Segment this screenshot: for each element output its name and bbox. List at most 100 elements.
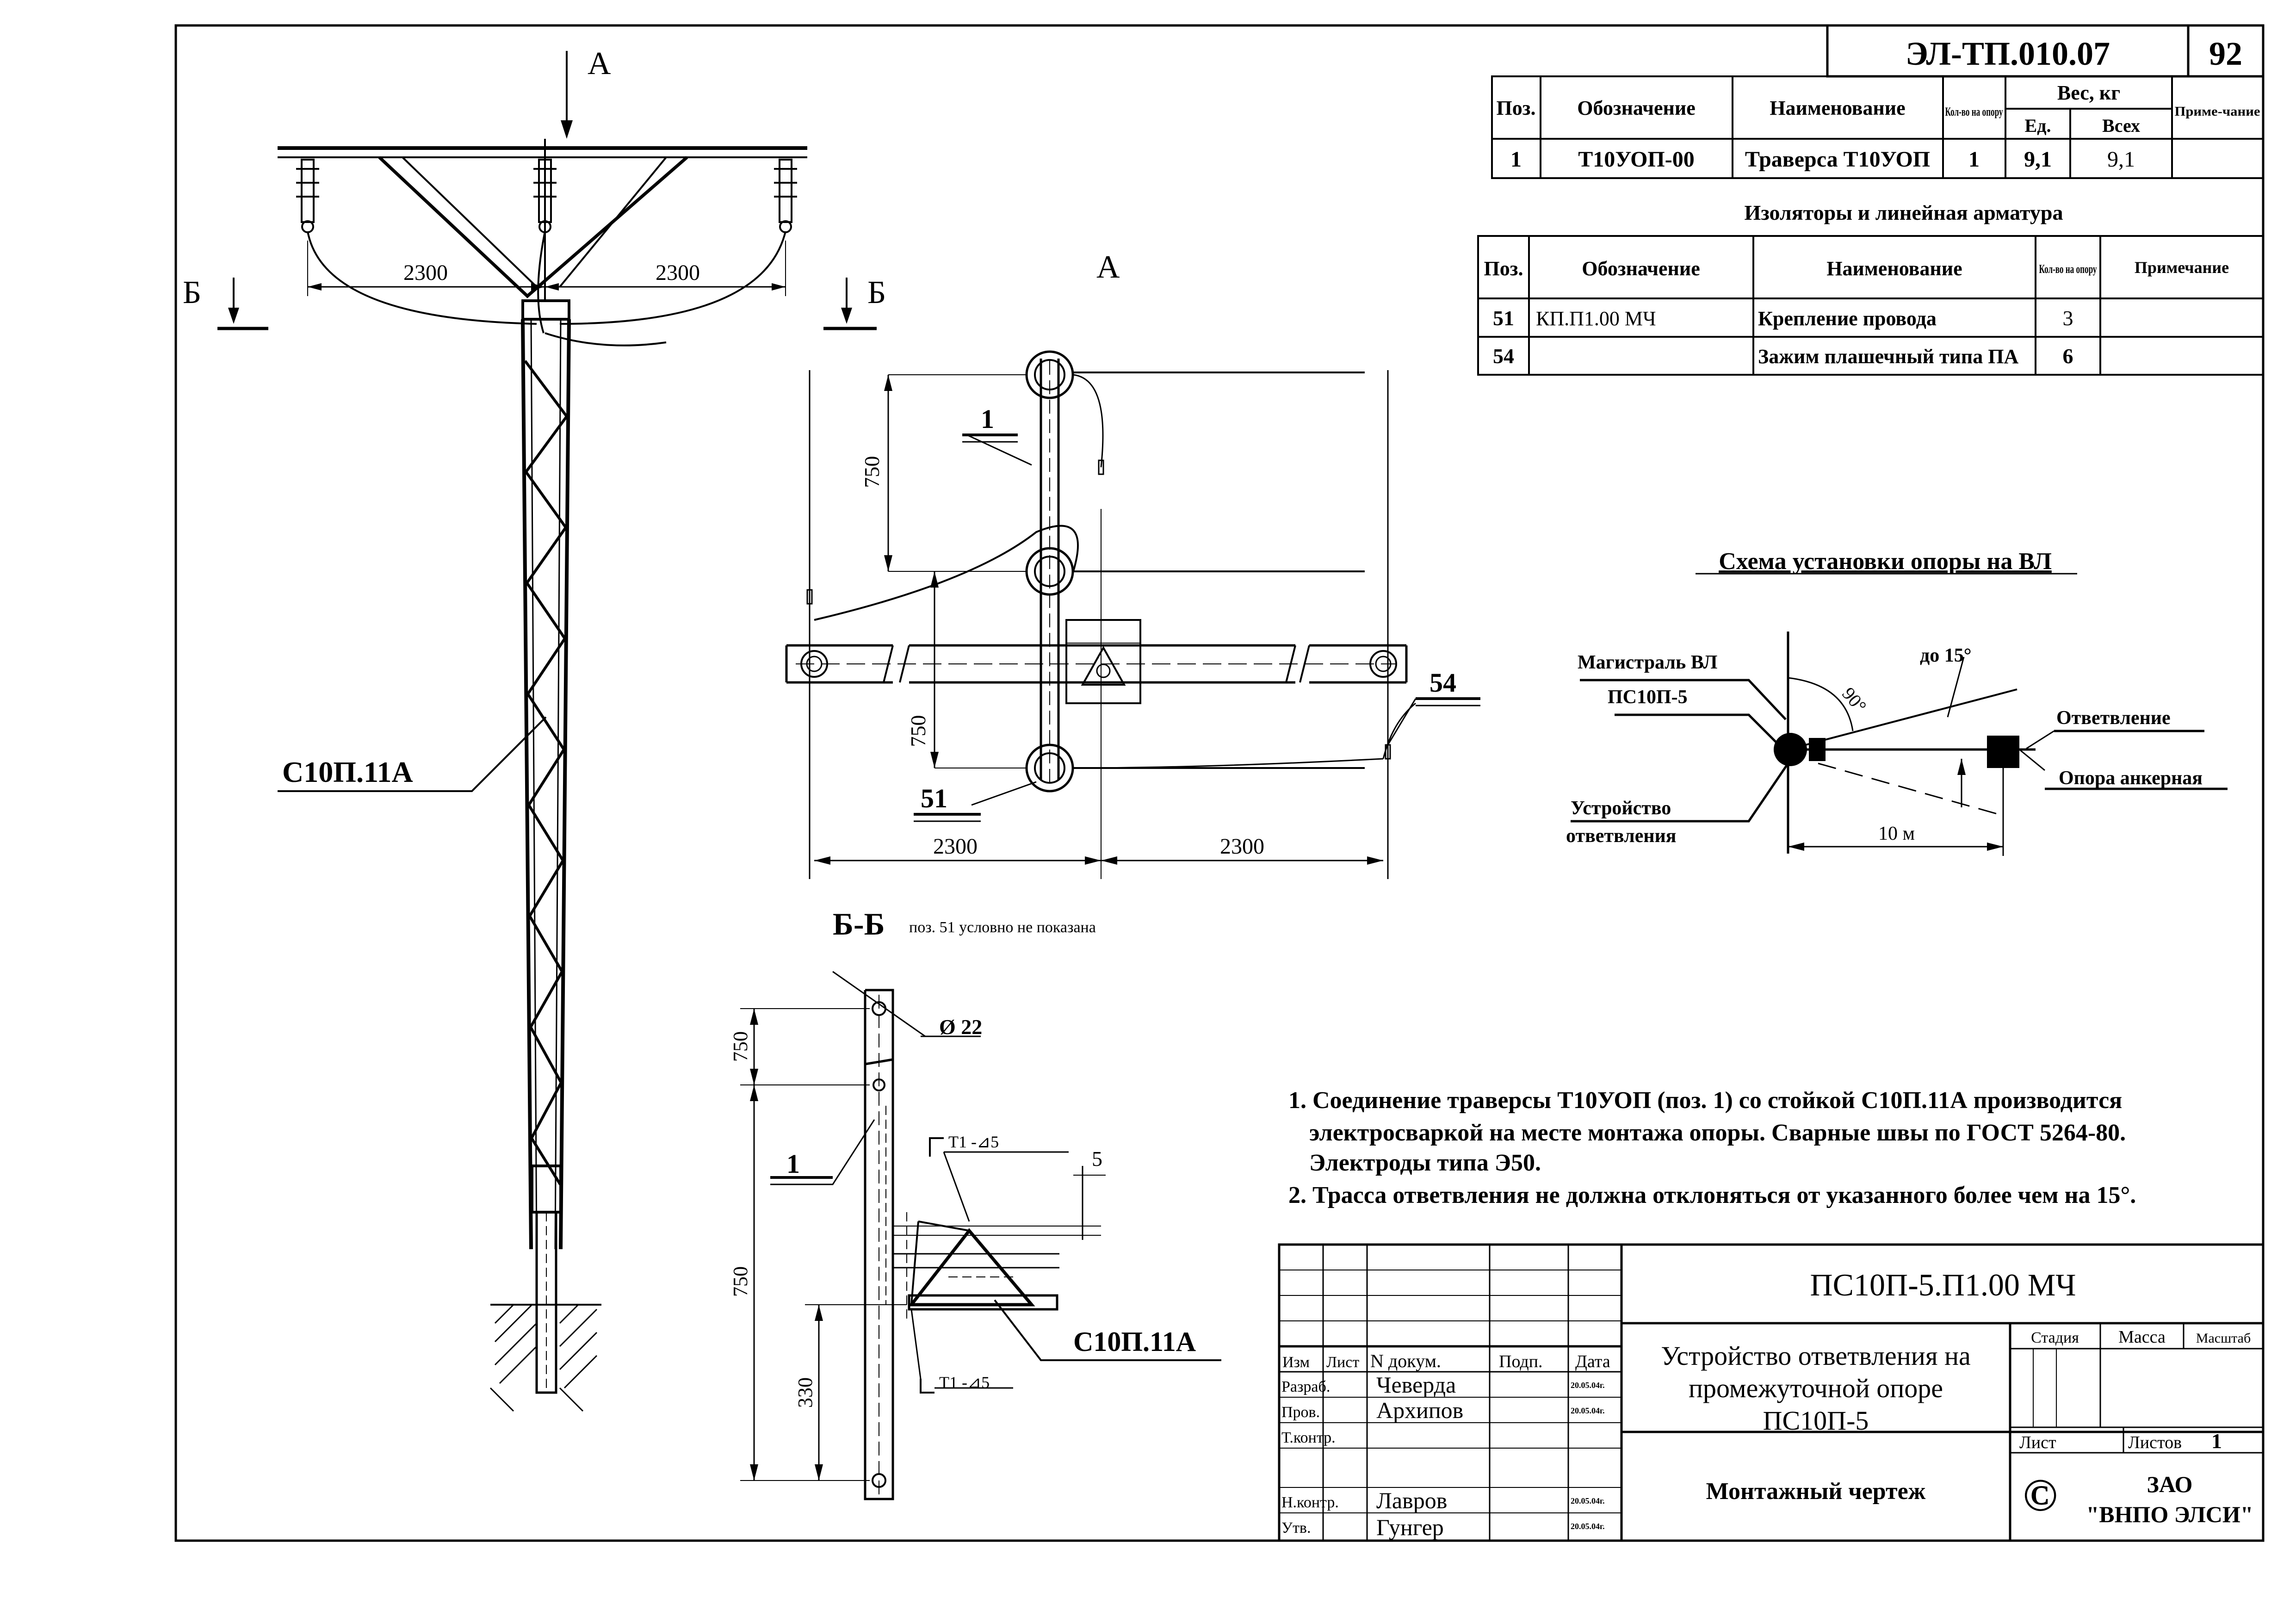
signer-date-1: 20.05.04г. (1571, 1381, 1605, 1390)
dim-2300-right: 2300 (656, 260, 700, 285)
note-1-line-1: 1. Соединение траверсы Т10УОП (поз. 1) с… (1288, 1087, 2122, 1114)
section-bb-drawing (740, 971, 1221, 1500)
rev-header-date: Дата (1575, 1352, 1610, 1371)
view-a-labels: А 1 51 54 750 750 2300 2300 (860, 249, 1456, 859)
ins-row1-qty: 3 (2063, 306, 2073, 330)
ins-header-qty: Кол-во на опору (2039, 262, 2097, 276)
parts-table-text: Поз. Обозначение Наименование Кол-во на … (1497, 81, 2260, 172)
scheme-device-2: ответвления (1566, 825, 1677, 847)
pole-side-view (217, 51, 877, 1412)
scale-header: Масштаб (2196, 1331, 2251, 1346)
signer-name-1: Чеверда (1376, 1372, 1456, 1398)
sheets-value: 1 (2211, 1429, 2222, 1453)
section-bb-note: поз. 51 условно не показана (909, 919, 1096, 936)
mass-header: Масса (2118, 1327, 2166, 1347)
parts-row-code: Т10УОП-00 (1578, 147, 1695, 172)
pole-label-side: С10П.11А (282, 756, 413, 788)
scheme-branch: Ответвление (2056, 707, 2171, 729)
scheme-anchor: Опора анкерная (2059, 768, 2203, 789)
stage-header: Стадия (2031, 1329, 2079, 1346)
ins-header-note: Примечание (2135, 258, 2229, 277)
ins-header-pos: Поз. (1484, 257, 1523, 280)
rev-header-sign: Подп. (1499, 1352, 1543, 1371)
signer-role-3: Т.контр. (1281, 1429, 1336, 1446)
dim-2300-a-right: 2300 (1220, 834, 1264, 859)
weld-mark-top: Т1 -⊿5 (948, 1133, 999, 1151)
rev-header-list: Лист (1326, 1354, 1359, 1371)
name-line-2: промежуточной опоре (1689, 1373, 1943, 1403)
company-line-1: ЗАО (2147, 1471, 2193, 1497)
view-a-drawing (785, 350, 1480, 879)
signer-role-5: Утв. (1281, 1519, 1311, 1536)
signer-role-1: Разраб. (1281, 1378, 1330, 1395)
parts-row-pos: 1 (1510, 147, 1522, 172)
signer-name-5: Гунгер (1376, 1514, 1444, 1540)
pos-54-label: 54 (1430, 668, 1456, 698)
ins-row2-qty: 6 (2063, 344, 2073, 368)
ins-row1-pos: 51 (1493, 306, 1514, 330)
dim-2300-a-left: 2300 (933, 834, 978, 859)
parts-header-qty: Кол-во на опору (1945, 105, 2003, 118)
pos-51-label: 51 (921, 783, 947, 813)
title-block-grid (1278, 1243, 2265, 1542)
section-bb-labels: Б-Б поз. 51 условно не показана Ø 22 1 Т… (729, 906, 1196, 1408)
note-1-line-3: Электроды типа Э50. (1309, 1150, 1541, 1176)
weld-mark-bottom: Т1 -⊿5 (939, 1373, 990, 1392)
ins-header-code: Обозначение (1582, 257, 1700, 280)
signer-name-2: Архипов (1376, 1397, 1463, 1423)
pole-label-section: С10П.11А (1073, 1326, 1196, 1357)
note-1-line-2: электросваркой на месте монтажа опоры. С… (1309, 1120, 2126, 1146)
code-block: ЭЛ-ТП.010.07 92 (1826, 24, 2265, 78)
section-bb-title: Б-Б (833, 906, 885, 942)
sheets-label: Листов (2128, 1433, 2182, 1452)
scheme-drawing (1571, 632, 2228, 856)
ins-header-name: Наименование (1826, 257, 1962, 280)
section-mark-right: Б (867, 275, 886, 310)
signer-date-5: 20.05.04г. (1571, 1522, 1605, 1531)
parts-header-code: Обозначение (1577, 97, 1696, 119)
scheme-angle-90: 90° (1838, 683, 1870, 717)
ins-row1-code: КП.П1.00 МЧ (1536, 307, 1656, 330)
doc-code: ЭЛ-ТП.010.07 (1906, 35, 2110, 72)
designation: ПС10П-5.П1.00 МЧ (1810, 1267, 2076, 1302)
parts-header-total: Всех (2102, 115, 2140, 136)
dim-330: 330 (794, 1377, 817, 1408)
pos-1-section: 1 (786, 1149, 800, 1179)
name-line-3: ПС10П-5 (1763, 1406, 1869, 1436)
parts-table (1491, 75, 2264, 179)
parts-header-unit: Ед. (2025, 115, 2051, 136)
parts-header-note: Приме-чание (2175, 105, 2260, 119)
dim-750-section: 750 (729, 1266, 752, 1297)
hole-diameter: Ø 22 (939, 1015, 982, 1039)
scheme-angle-15: до 15° (1920, 645, 1972, 666)
ins-row2-name: Зажим плашечный типа ПА (1758, 345, 2018, 368)
parts-row-unit-weight: 9,1 (2024, 147, 2052, 172)
ins-row2-pos: 54 (1493, 344, 1514, 368)
parts-row-qty: 1 (1968, 147, 1980, 172)
insulators-title: Изоляторы и линейная арматура (1745, 201, 2063, 224)
scheme-title: Схема установки опоры на ВЛ (1719, 548, 2052, 575)
parts-header-name: Наименование (1770, 97, 1905, 119)
dim-2300-left: 2300 (403, 260, 448, 285)
pole-side-labels: А 2300 2300 Б Б С10П.11А (183, 46, 886, 788)
sheet-frame (174, 24, 2265, 1542)
parts-header-weight: Вес, кг (2057, 81, 2120, 104)
rev-header-izm: Изм (1282, 1354, 1310, 1371)
title-block-text: Изм Лист N докум. Подп. Дата Разраб. Чев… (1281, 1267, 2253, 1540)
insulators-table-text: Поз. Обозначение Наименование Кол-во на … (1484, 257, 2229, 368)
signer-role-4: Н.контр. (1281, 1494, 1339, 1511)
note-2: 2. Трасса ответвления не должна отклонят… (1288, 1182, 2136, 1208)
scheme-main-line: Магистраль ВЛ (1578, 652, 1717, 673)
name-line-1: Устройство ответвления на (1661, 1341, 1971, 1371)
company-line-2: "ВНПО ЭЛСИ" (2086, 1501, 2253, 1527)
scheme-device-1: Устройство (1571, 798, 1671, 819)
signer-role-2: Пров. (1281, 1404, 1320, 1421)
view-a-title: А (1096, 249, 1120, 285)
parts-header-pos: Поз. (1497, 97, 1536, 119)
view-a-label: А (588, 46, 611, 81)
signer-date-4: 20.05.04г. (1571, 1496, 1605, 1505)
scheme-pole: ПС10П-5 (1608, 687, 1688, 708)
section-mark-left: Б (183, 275, 201, 310)
rev-header-doc: N докум. (1370, 1350, 1441, 1371)
